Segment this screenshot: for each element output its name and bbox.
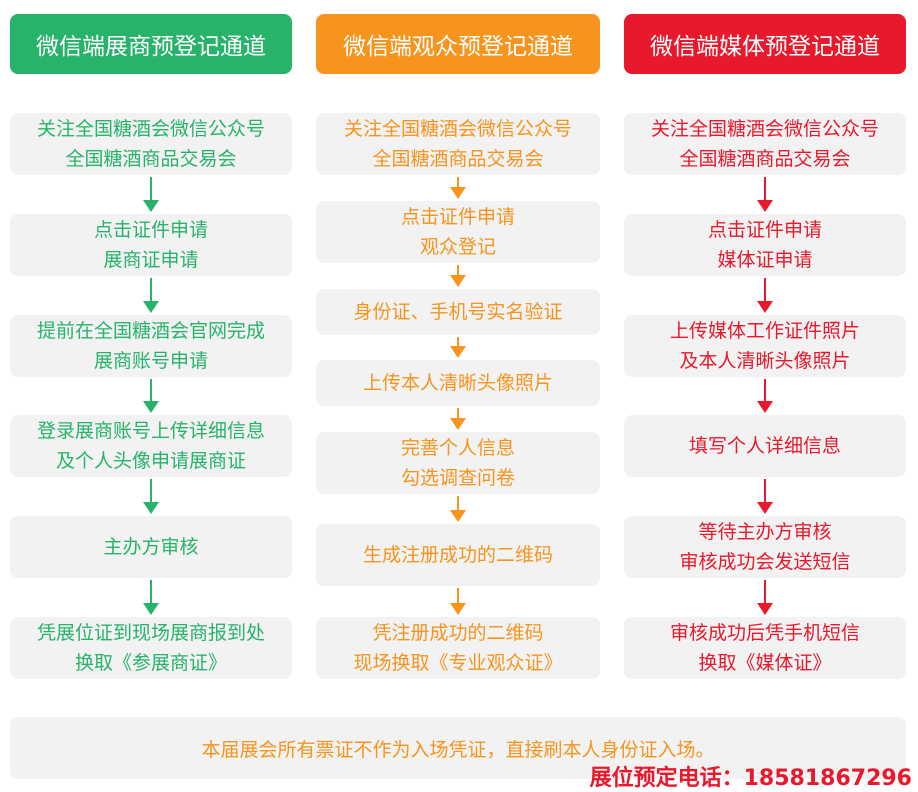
step-box: 关注全国糖酒会微信公众号全国糖酒商品交易会 [624,113,906,175]
step-text: 观众登记 [419,236,496,258]
step-text: 关注全国糖酒会微信公众号 [343,118,572,140]
arrow-down-icon [450,337,466,358]
arrow-down-icon [757,479,773,514]
step-box: 上传媒体工作证件照片及本人清晰头像照片 [624,315,906,377]
arrow-down-icon [757,379,773,413]
step-text: 填写个人详细信息 [688,435,841,457]
arrow-down-icon [450,496,466,522]
step-box: 点击证件申请观众登记 [316,201,600,263]
arrow-down-icon [757,580,773,615]
step-text: 全国糖酒商品交易会 [65,148,237,170]
step-text: 身份证、手机号实名验证 [353,301,563,323]
step-text: 及本人清晰头像照片 [679,350,851,372]
step-box: 提前在全国糖酒会官网完成展商账号申请 [10,315,292,377]
step-text: 点击证件申请 [707,219,822,241]
step-text: 凭注册成功的二维码 [372,622,544,644]
channel-header-1: 微信端观众预登记通道 [316,14,600,74]
step-box: 填写个人详细信息 [624,415,906,477]
step-text: 主办方审核 [103,536,199,558]
channel-header-2: 微信端媒体预登记通道 [624,14,906,74]
step-text: 点击证件申请 [93,219,208,241]
arrow-down-icon [143,580,159,615]
step-text: 全国糖酒商品交易会 [679,148,851,170]
step-text: 生成注册成功的二维码 [362,544,553,566]
step-box: 关注全国糖酒会微信公众号全国糖酒商品交易会 [316,113,600,175]
arrow-down-icon [143,177,159,212]
step-box: 点击证件申请展商证申请 [10,214,292,276]
arrow-down-icon [450,265,466,287]
step-text: 审核成功会发送短信 [679,551,851,573]
step-box: 生成注册成功的二维码 [316,524,600,586]
step-text: 现场换取《专业观众证》 [353,652,563,674]
step-text: 及个人头像申请展商证 [55,450,246,472]
arrow-down-icon [757,177,773,212]
step-text: 勾选调查问卷 [400,467,515,489]
step-box: 身份证、手机号实名验证 [316,289,600,335]
step-text: 媒体证申请 [717,249,813,271]
step-box: 审核成功后凭手机短信换取《媒体证》 [624,617,906,679]
arrow-down-icon [450,408,466,430]
arrow-down-icon [450,588,466,615]
step-text: 换取《媒体证》 [698,652,832,674]
step-box: 点击证件申请媒体证申请 [624,214,906,276]
channel-header-0: 微信端展商预登记通道 [10,14,292,74]
step-text: 上传本人清晰头像照片 [362,372,553,394]
arrow-down-icon [450,177,466,199]
arrow-down-icon [143,479,159,514]
step-text: 关注全国糖酒会微信公众号 [36,118,265,140]
step-text: 关注全国糖酒会微信公众号 [650,118,879,140]
step-text: 提前在全国糖酒会官网完成 [36,320,265,342]
step-box: 登录展商账号上传详细信息及个人头像申请展商证 [10,415,292,477]
step-box: 凭展位证到现场展商报到处换取《参展商证》 [10,617,292,679]
step-text: 审核成功后凭手机短信 [669,622,860,644]
step-text: 上传媒体工作证件照片 [669,320,860,342]
step-box: 完善个人信息勾选调查问卷 [316,432,600,494]
step-text: 登录展商账号上传详细信息 [36,420,265,442]
arrow-down-icon [143,379,159,413]
step-box: 主办方审核 [10,516,292,578]
step-box: 等待主办方审核审核成功会发送短信 [624,516,906,578]
step-text: 等待主办方审核 [698,521,832,543]
step-box: 凭注册成功的二维码现场换取《专业观众证》 [316,617,600,679]
step-box: 关注全国糖酒会微信公众号全国糖酒商品交易会 [10,113,292,175]
step-text: 展商证申请 [103,249,199,271]
booking-phone: 展位预定电话：18581867296 [589,766,912,791]
footer-note: 本届展会所有票证不作为入场凭证，直接刷本人身份证入场。 [10,717,906,779]
step-text: 完善个人信息 [400,437,515,459]
step-text: 全国糖酒商品交易会 [372,148,544,170]
step-text: 点击证件申请 [400,206,515,228]
step-text: 展商账号申请 [93,350,208,372]
step-text: 凭展位证到现场展商报到处 [36,622,265,644]
step-box: 上传本人清晰头像照片 [316,360,600,406]
step-text: 换取《参展商证》 [74,652,227,674]
arrow-down-icon [757,278,773,313]
arrow-down-icon [143,278,159,313]
